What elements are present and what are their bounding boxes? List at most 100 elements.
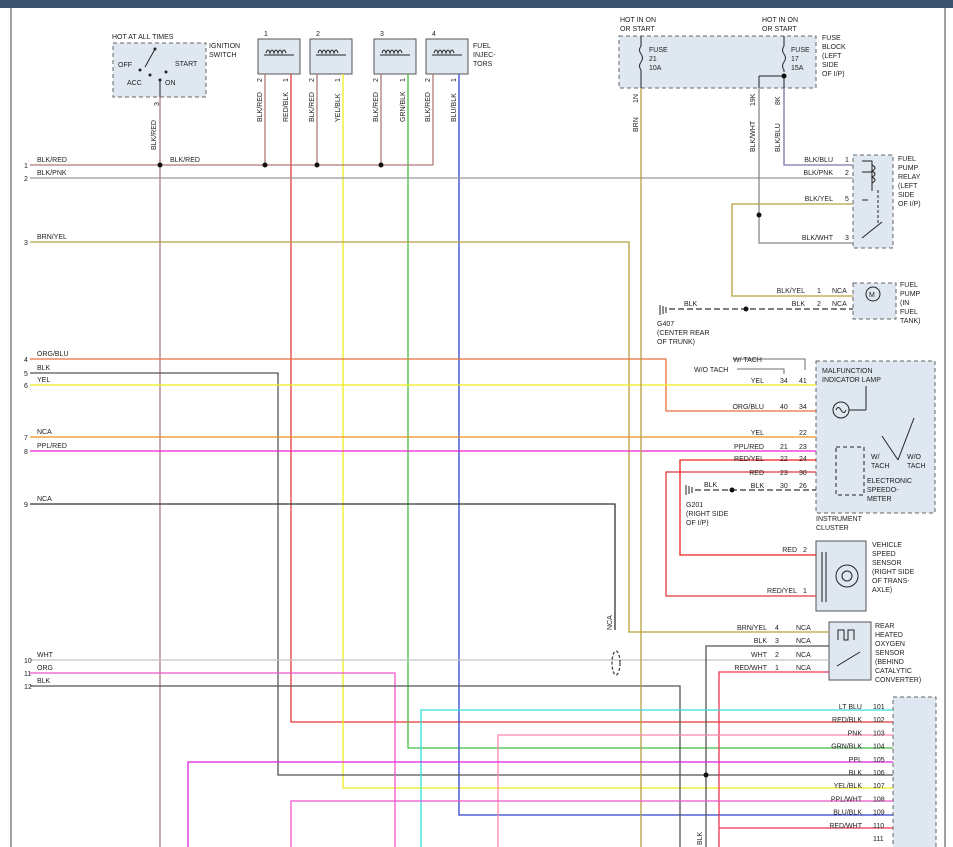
circuit-wire-label: PPL/RED: [37, 443, 67, 450]
cluster-pin-b: 26: [799, 483, 807, 490]
circuit-number: 3: [24, 240, 28, 247]
fuse21-rating: 10A: [649, 65, 662, 72]
hot-run-2a: HOT IN ON: [762, 17, 798, 24]
pcm-pin-number: 106: [873, 770, 885, 777]
svg-text:CONVERTER): CONVERTER): [875, 677, 921, 684]
window-top-bar: [0, 0, 953, 8]
pcm-wire-label: BLU/BLK: [833, 810, 862, 817]
svg-text:SPEED: SPEED: [872, 551, 896, 558]
svg-text:FUEL: FUEL: [900, 309, 918, 316]
o2-nca-label: NCA: [796, 638, 811, 645]
cluster-pin-b: 41: [799, 378, 807, 385]
svg-text:OF I/P): OF I/P): [686, 520, 709, 527]
pcm-pin-number: 105: [873, 757, 885, 764]
ignition-label-2: SWITCH: [209, 52, 237, 59]
svg-text:(RIGHT SIDE: (RIGHT SIDE: [872, 569, 915, 576]
brn-wire-label: BRN: [633, 117, 640, 132]
cluster-pin-b: 22: [799, 430, 807, 437]
cluster-pin-a: 21: [780, 444, 788, 451]
cluster-pin-b: 34: [799, 404, 807, 411]
injector-pin: 1: [400, 78, 407, 82]
circuit-wire-label: BLK: [37, 678, 51, 685]
switch-acc-label: ACC: [127, 80, 142, 87]
relay-pin-number: 1: [845, 157, 849, 164]
circuit-wire-label: BLK/PNK: [37, 170, 67, 177]
svg-text:OF I/P): OF I/P): [898, 201, 921, 208]
pump-nca-label: NCA: [832, 301, 847, 308]
pcm-wire-label: YEL/BLK: [834, 783, 863, 790]
circuit-number: 11: [24, 671, 31, 678]
cluster-wire-label: PPL/RED: [734, 444, 764, 451]
hot-run-1b: OR START: [620, 26, 655, 33]
left-circuit-labels: 1BLK/RED2BLK/PNK3BRN/YEL4ORG/BLU5BLK6YEL…: [24, 157, 69, 691]
injector-pin: 2: [425, 78, 432, 82]
svg-text:OF TRANS-: OF TRANS-: [872, 578, 910, 585]
circuit-wire-label: ORG/BLU: [37, 351, 69, 358]
relay-pin-number: 2: [845, 170, 849, 177]
svg-text:INDICATOR LAMP: INDICATOR LAMP: [822, 377, 881, 384]
svg-text:TACH: TACH: [907, 463, 926, 470]
relay-pin-number: 5: [845, 196, 849, 203]
cluster-wire-label: BLK: [751, 483, 765, 490]
cluster-pin-b: 23: [799, 444, 807, 451]
circuit-wire-label: BLK/RED: [37, 157, 67, 164]
circuit-wire-label: ORG: [37, 665, 53, 672]
circuit-number: 10: [24, 658, 32, 665]
pump-wire-label: BLK/YEL: [777, 288, 806, 295]
hot-at-all-times-label: HOT AT ALL TIMES: [112, 34, 174, 41]
wires: [30, 74, 893, 847]
injector-wire-label: BLK/RED: [373, 92, 380, 122]
injector-wire-label: GRN/BLK: [400, 91, 407, 122]
pcm-wire-label: PPL: [849, 757, 862, 764]
cluster-pin-a: 40: [780, 404, 788, 411]
blkwht-wire-label: BLK/WHT: [750, 120, 757, 152]
switch-on-label: ON: [165, 80, 176, 87]
injector-4: 4: [425, 31, 469, 75]
relay-box: [852, 154, 894, 249]
svg-text:METER: METER: [867, 496, 892, 503]
pcm-connector: [892, 696, 937, 847]
svg-text:RELAY: RELAY: [898, 174, 921, 181]
fuse17-label: FUSE: [791, 47, 810, 54]
pcm-pin-number: 107: [873, 783, 885, 790]
injector-wire-label: BLU/BLK: [451, 93, 458, 122]
cluster-wire-label: YEL: [751, 378, 764, 385]
ignition-label-1: IGNITION: [209, 43, 240, 50]
injector-wire-label: BLK/RED: [257, 92, 264, 122]
fuse-block-box: [618, 35, 817, 89]
fuse-block: HOT IN ON OR START HOT IN ON OR START FU…: [618, 17, 846, 89]
pcm-wire-label: BLK: [849, 770, 863, 777]
fuse21-label: FUSE: [649, 47, 668, 54]
injector-pin: 1: [451, 78, 458, 82]
injector-pin: 2: [309, 78, 316, 82]
circuit-number: 5: [24, 371, 28, 378]
vehicle-speed-sensor: VEHICLE SPEED SENSOR (RIGHT SIDE OF TRAN…: [815, 540, 915, 612]
injector-1: 1: [257, 31, 301, 75]
pcm-pin-number: 110: [873, 823, 884, 830]
cluster-pin-a: 30: [780, 483, 788, 490]
w-tach-label: W/ TACH: [733, 357, 762, 364]
fuse-block-label-2: BLOCK: [822, 44, 846, 51]
fuse-block-label-3: (LEFT: [822, 53, 842, 60]
o2-nca-label: NCA: [796, 625, 811, 632]
o2-wire-label: WHT: [751, 652, 768, 659]
hot-run-2b: OR START: [762, 26, 797, 33]
vss-pin-number: 2: [803, 547, 807, 554]
svg-text:(CENTER REAR: (CENTER REAR: [657, 330, 710, 337]
svg-text:M: M: [869, 292, 875, 299]
relay-wire-label: BLK/WHT: [802, 235, 834, 242]
svg-text:(RIGHT SIDE: (RIGHT SIDE: [686, 511, 729, 518]
svg-text:FUEL: FUEL: [898, 156, 916, 163]
g201-ground: G201 (RIGHT SIDE OF I/P): [685, 485, 729, 527]
svg-text:OXYGEN: OXYGEN: [875, 641, 905, 648]
g407-ground: G407 (CENTER REAR OF TRUNK): [657, 305, 710, 346]
svg-text:INSTRUMENT: INSTRUMENT: [816, 516, 863, 523]
pump-nca-label: NCA: [832, 288, 847, 295]
cluster-wire-label: RED/YEL: [734, 456, 764, 463]
g201-wire-label: BLK: [704, 482, 718, 489]
pcm-box: [892, 696, 937, 847]
switch-off-label: OFF: [118, 62, 132, 69]
fuel-pump: M FUEL PUMP (IN FUEL TANK): [852, 282, 921, 325]
